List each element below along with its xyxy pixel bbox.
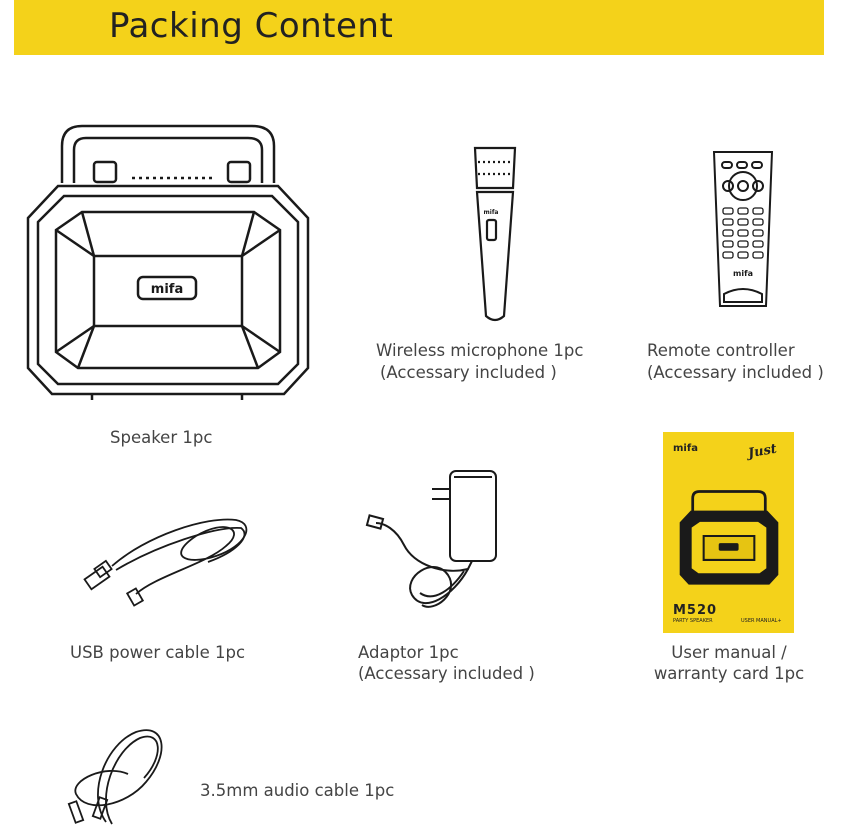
adaptor-caption-line1: Adaptor 1pc: [358, 643, 459, 662]
audio-cable-caption: 3.5mm audio cable 1pc: [200, 781, 395, 800]
adaptor-caption-line2: (Accessary included ): [358, 664, 535, 683]
remote-brand-logo: mifa: [733, 269, 753, 278]
svg-text:mifa: mifa: [484, 209, 499, 216]
remote-illustration: mifa: [708, 148, 778, 312]
usb-cable-illustration: [76, 506, 258, 610]
audio-cable-illustration: [66, 724, 176, 828]
speaker-brand-logo: mifa: [151, 282, 183, 297]
adaptor-illustration: [364, 465, 504, 617]
manual-caption-line1: User manual /: [671, 643, 787, 662]
remote-caption-line1: Remote controller: [647, 341, 795, 360]
microphone-illustration: mifa: [470, 144, 520, 326]
microphone-caption-line2: (Accessary included ): [380, 363, 557, 382]
usb-cable-caption: USB power cable 1pc: [70, 643, 246, 662]
user-manual-cover: mifa Just M520 PARTY SPEAKER USER MANUAL…: [663, 432, 794, 633]
manual-cover-just: Just: [746, 441, 779, 462]
speaker-illustration: mifa: [22, 118, 314, 400]
remote-caption-line2: (Accessary included ): [647, 363, 824, 382]
microphone-caption-line1: Wireless microphone 1pc: [376, 341, 584, 360]
manual-cover-subtitle: PARTY SPEAKER: [673, 618, 713, 624]
header-banner: Packing Content: [14, 0, 824, 55]
speaker-caption: Speaker 1pc: [110, 428, 213, 447]
manual-cover-user-manual: USER MANUAL+: [741, 618, 782, 624]
manual-cover-model: M520: [673, 603, 718, 618]
manual-cover-brand: mifa: [673, 443, 698, 454]
manual-caption-line2: warranty card 1pc: [653, 664, 805, 683]
page-title: Packing Content: [109, 6, 394, 46]
